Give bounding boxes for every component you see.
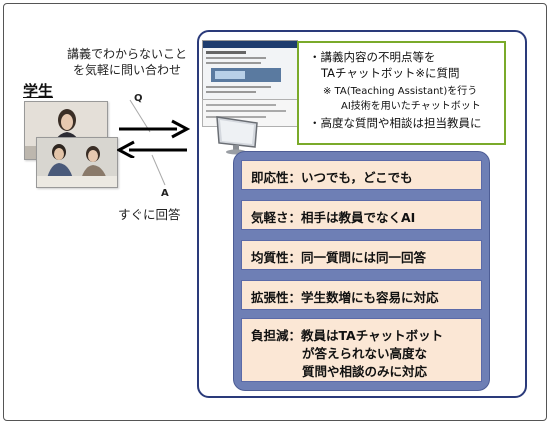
a-label: A [161,188,169,199]
feature-text-line-2: が答えられない高度な [302,346,428,361]
chatbot-screenshot-illustration [203,41,297,93]
connection-lines [129,99,166,186]
callout-line-2: TAチャットボット※に質問 [321,66,460,80]
feature-text: 即応性：いつでも，どこでも [251,170,413,185]
feature-item-uniformity: 均質性：同一質問には同一回答 [241,240,482,270]
arrows [117,119,191,158]
chatbot-screenshot-thumbnail [202,40,298,100]
feature-list: 即応性：いつでも，どこでも 気軽さ：相手は教員でなくAI 均質性：同一質問には同… [233,151,490,391]
query-line-1: 講義でわからないこと [66,47,187,61]
feature-text: 気軽さ：相手は教員でなくAI [251,210,416,225]
feature-item-casualness: 気軽さ：相手は教員でなくAI [241,200,482,230]
a-leader-line [151,154,166,186]
q-label: Q [134,93,143,104]
monitor-icon [216,116,258,155]
feature-item-immediacy: 即応性：いつでも，どこでも [241,160,482,190]
reply-arrow-head [117,140,135,158]
chatbot-description-callout: ・講義内容の不明点等を TAチャットボット※に質問 ※ TA(Teaching … [297,41,506,145]
callout-note-1: ※ TA(Teaching Assistant)を行う [323,86,478,97]
reply-caption: すぐに回答 [118,207,181,222]
student-photo-2-illustration [37,138,117,187]
callout-line-3: ・高度な質問や相談は担当教員に [309,116,482,130]
callout-line-1: ・講義内容の不明点等を [309,50,436,64]
callout-note-2: AI技術を用いたチャットボット [341,101,481,112]
student-photo-2 [36,137,118,188]
feature-item-burden-reduction: 負担減：教員はTAチャットボット が答えられない高度な 質問や相談のみに対応 [241,318,482,382]
chatbot-strip-illustration [206,104,286,118]
query-line-2: を気軽に問い合わせ [72,63,181,77]
query-caption: 講義でわからないこと を気軽に問い合わせ [52,46,202,78]
feature-text-line-1: 負担減：教員はTAチャットボット [251,328,444,343]
feature-text-line-3: 質問や相談のみに対応 [302,364,428,379]
query-arrow-head [171,119,191,139]
student-label: 学生 [23,82,54,100]
feature-text: 均質性：同一質問には同一回答 [251,250,427,265]
q-leader-line [129,99,151,133]
feature-text: 拡張性：学生数増にも容易に対応 [251,290,439,305]
feature-item-scalability: 拡張性：学生数増にも容易に対応 [241,280,482,310]
